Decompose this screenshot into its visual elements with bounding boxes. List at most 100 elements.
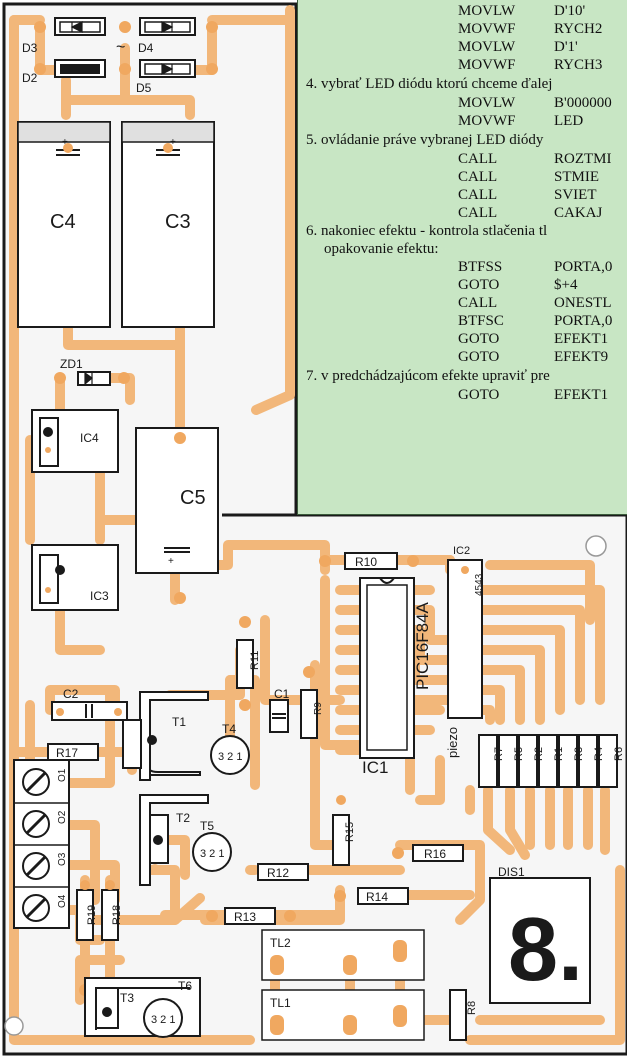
label-t2: T2 bbox=[176, 811, 190, 825]
label-t1: T1 bbox=[172, 715, 186, 729]
label-o1: O1 bbox=[57, 768, 68, 782]
label-r12: R12 bbox=[267, 866, 289, 880]
code-line-arg: ROZTMI bbox=[554, 151, 612, 167]
label-r19: R19 bbox=[86, 905, 98, 925]
regulator-ic4 bbox=[31, 409, 119, 473]
seven-segment-display: 8. bbox=[489, 877, 591, 1004]
resistor-array bbox=[478, 734, 618, 788]
label-r10: R10 bbox=[355, 555, 377, 569]
code-line-op: GOTO bbox=[458, 387, 500, 403]
code-line-arg: $+4 bbox=[554, 277, 578, 293]
transistor-t4: 3 2 1 bbox=[210, 735, 250, 775]
code-line-op: MOVLW bbox=[458, 39, 516, 55]
label-t4-pinout: 3 2 1 bbox=[218, 751, 242, 763]
button-tl2 bbox=[261, 929, 425, 981]
capacitor-c4: + bbox=[17, 121, 111, 328]
resistor-r16 bbox=[392, 844, 464, 862]
label-ic2: IC2 bbox=[453, 545, 470, 557]
label-zd1: ZD1 bbox=[60, 357, 83, 371]
step-4-text: 4. vybrať LED diódu ktorú chceme ďalej bbox=[306, 76, 553, 92]
label-r4: R4 bbox=[593, 747, 605, 761]
label-d2: D2 bbox=[22, 71, 38, 85]
capacitor-c1 bbox=[269, 699, 289, 733]
label-dis1: DIS1 bbox=[498, 865, 525, 879]
resistor-r13 bbox=[206, 907, 296, 925]
capacitor-c5: + bbox=[135, 427, 219, 604]
capacitor-c3: + bbox=[121, 121, 215, 328]
label-t3: T3 bbox=[120, 991, 134, 1005]
label-c1: C1 bbox=[274, 687, 290, 701]
display-digit: 8. bbox=[508, 900, 583, 1000]
diode-bridge bbox=[34, 17, 218, 78]
code-line-arg: CAKAJ bbox=[554, 205, 603, 221]
resistor-r11 bbox=[236, 616, 254, 711]
code-line-op: MOVLW bbox=[458, 95, 516, 111]
label-c3: C3 bbox=[165, 211, 191, 233]
label-4543: 4543 bbox=[474, 573, 485, 596]
transistor-t2 bbox=[139, 794, 209, 886]
resistor-r9 bbox=[300, 666, 318, 739]
label-ic1: IC1 bbox=[362, 758, 388, 777]
transistor-t6: 3 2 1 bbox=[143, 998, 183, 1038]
resistor-r15 bbox=[332, 795, 350, 866]
code-line-arg: B'000000 bbox=[554, 95, 612, 111]
label-d5: D5 bbox=[136, 81, 152, 95]
code-line-arg: ONESTL bbox=[554, 296, 612, 311]
step-7-text: 7. v predchádzajúcom efekte upraviť pre bbox=[306, 368, 550, 384]
code-line-op: MOVWF bbox=[458, 113, 516, 129]
code-line-op: GOTO bbox=[458, 349, 500, 365]
mounting-hole-top bbox=[585, 535, 607, 557]
label-r17: R17 bbox=[56, 746, 78, 760]
step-6-text: 6. nakoniec efektu - kontrola stlačenia … bbox=[306, 223, 548, 239]
code-line-arg: RYCH2 bbox=[554, 21, 603, 37]
label-c3-plus: + bbox=[170, 137, 176, 148]
code-line-arg: EFEKT9 bbox=[554, 349, 609, 365]
label-pic16f84a: PIC16F84A bbox=[413, 601, 432, 690]
label-c2: C2 bbox=[63, 687, 79, 701]
code-line-arg: PORTA,0 bbox=[554, 313, 613, 329]
resistor-r8 bbox=[449, 989, 467, 1041]
code-line-op: CALL bbox=[458, 169, 498, 185]
label-t4: T4 bbox=[222, 722, 236, 736]
label-o2: O2 bbox=[57, 810, 68, 824]
resistor-r19 bbox=[76, 880, 94, 996]
resistor-r12 bbox=[257, 863, 309, 881]
label-r1: R1 bbox=[553, 747, 565, 761]
label-r7: R7 bbox=[493, 747, 505, 761]
label-r11: R11 bbox=[249, 651, 261, 670]
label-piezo: piezo bbox=[445, 727, 460, 758]
code-line-arg: EFEKT1 bbox=[554, 331, 609, 347]
label-ic4: IC4 bbox=[80, 431, 99, 445]
label-r6: R6 bbox=[613, 747, 625, 761]
code-line-arg: EFEKT1 bbox=[554, 387, 609, 403]
label-r16: R16 bbox=[424, 847, 446, 861]
mounting-hole-bottom bbox=[4, 1016, 24, 1036]
code-line-op: MOVLW bbox=[458, 3, 516, 19]
code-line-op: GOTO bbox=[458, 331, 500, 347]
resistor-r10 bbox=[319, 552, 419, 570]
assembly-code-note-continued: CALL ONESTL BTFSC PORTA,0 GOTO EFEKT1 GO… bbox=[297, 296, 627, 515]
label-r13: R13 bbox=[234, 910, 256, 924]
label-r2: R2 bbox=[533, 747, 545, 761]
label-o3: O3 bbox=[57, 852, 68, 866]
label-r8: R8 bbox=[466, 1001, 478, 1015]
label-c5: C5 bbox=[180, 487, 206, 509]
code-line-arg: STMIE bbox=[554, 169, 599, 185]
label-o4: O4 bbox=[57, 894, 68, 908]
label-tl1: TL1 bbox=[270, 996, 291, 1010]
assembly-code-note: MOVLW D'10' MOVWF RYCH2 MOVLW D'1' MOVWF… bbox=[297, 0, 627, 296]
code-line-arg: PORTA,0 bbox=[554, 259, 613, 275]
label-t6-pinout: 3 2 1 bbox=[151, 1014, 175, 1026]
label-r15: R15 bbox=[344, 822, 356, 842]
label-c4: C4 bbox=[50, 211, 76, 233]
terminal-block bbox=[13, 759, 70, 929]
label-r14: R14 bbox=[366, 890, 388, 904]
label-tl2: TL2 bbox=[270, 936, 291, 950]
button-tl1 bbox=[261, 989, 425, 1041]
label-t5-pinout: 3 2 1 bbox=[200, 848, 224, 860]
label-d4: D4 bbox=[138, 41, 154, 55]
code-line-arg: SVIET bbox=[554, 187, 597, 203]
resistor-r14 bbox=[334, 887, 409, 905]
code-line-op: BTFSS bbox=[458, 259, 503, 275]
label-r3: R3 bbox=[573, 747, 585, 761]
